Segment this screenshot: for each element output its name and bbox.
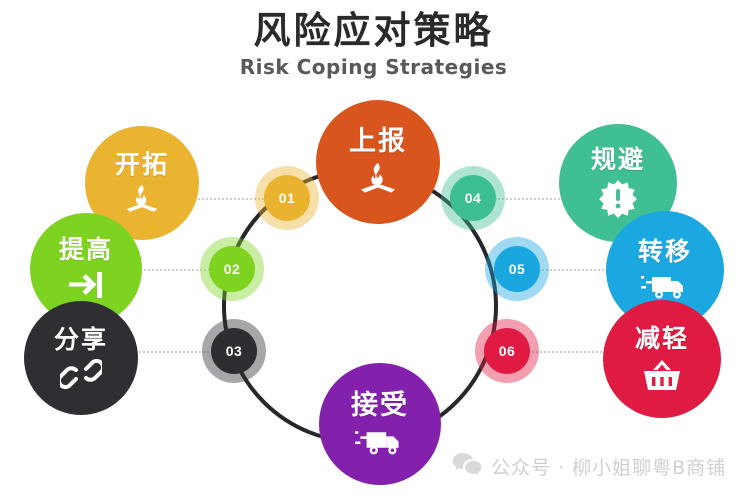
watermark: 公众号 · 柳小姐聊粤B商铺 — [452, 452, 726, 481]
bubble-left-top-label: 开拓 — [114, 149, 169, 179]
chain-link-icon — [60, 359, 102, 389]
bubble-right-top-label: 规避 — [590, 145, 645, 174]
campfire-icon — [123, 184, 161, 215]
basket-icon — [641, 358, 683, 392]
marker-06-halo — [475, 319, 539, 383]
connector-05 — [538, 269, 620, 271]
truck-icon — [354, 426, 406, 457]
bubble-top-label: 上报 — [349, 126, 407, 157]
connector-03 — [135, 351, 213, 353]
marker-06[interactable]: 06 — [475, 319, 539, 383]
marker-01-label: 01 — [278, 190, 296, 206]
marker-04-label: 04 — [464, 190, 482, 206]
wechat-icon — [452, 452, 482, 481]
bubble-right-bottom-label: 减轻 — [634, 324, 689, 353]
bubble-bottom-label: 接受 — [351, 389, 409, 421]
marker-01-halo — [255, 166, 319, 230]
bubble-top-report[interactable]: 上报 — [316, 100, 440, 224]
marker-05[interactable]: 05 — [485, 237, 549, 301]
marker-06-label: 06 — [498, 343, 516, 359]
bubble-left-mid-label: 提高 — [58, 235, 113, 264]
truck-icon — [640, 271, 690, 301]
bubble-bottom-accept[interactable]: 接受 — [319, 363, 441, 485]
bubble-left-bottom-label: 分享 — [53, 325, 108, 354]
bubble-right-mid-label: 转移 — [637, 237, 692, 266]
marker-03-label: 03 — [225, 343, 243, 359]
marker-03-halo — [202, 319, 266, 383]
alert-burst-icon — [598, 179, 638, 219]
campfire-icon — [357, 162, 399, 196]
page-title-cn: 风险应对策略 — [253, 9, 494, 52]
marker-02-halo — [200, 237, 264, 301]
connector-06 — [528, 351, 610, 353]
arrow-into-line-icon — [67, 269, 105, 301]
page-subtitle-en: Risk Coping Strategies — [239, 55, 508, 79]
marker-04[interactable]: 04 — [441, 166, 505, 230]
marker-05-label: 05 — [508, 261, 526, 277]
connector-02 — [128, 269, 210, 271]
bubble-right-mitigate[interactable]: 减轻 — [603, 300, 721, 418]
marker-01[interactable]: 01 — [255, 166, 319, 230]
bubble-left-improve[interactable]: 提高 — [30, 213, 142, 325]
header: 风险应对策略 Risk Coping Strategies — [0, 8, 747, 79]
watermark-text: 公众号 · 柳小姐聊粤B商铺 — [491, 457, 727, 479]
connector-04 — [495, 198, 580, 200]
connector-01 — [155, 198, 268, 200]
bubble-left-share[interactable]: 分享 — [24, 301, 138, 415]
marker-03[interactable]: 03 — [202, 319, 266, 383]
marker-02-label: 02 — [223, 261, 241, 277]
marker-04-halo — [441, 166, 505, 230]
bubble-right-transfer[interactable]: 转移 — [606, 211, 724, 329]
marker-05-halo — [485, 237, 549, 301]
marker-02[interactable]: 02 — [200, 237, 264, 301]
